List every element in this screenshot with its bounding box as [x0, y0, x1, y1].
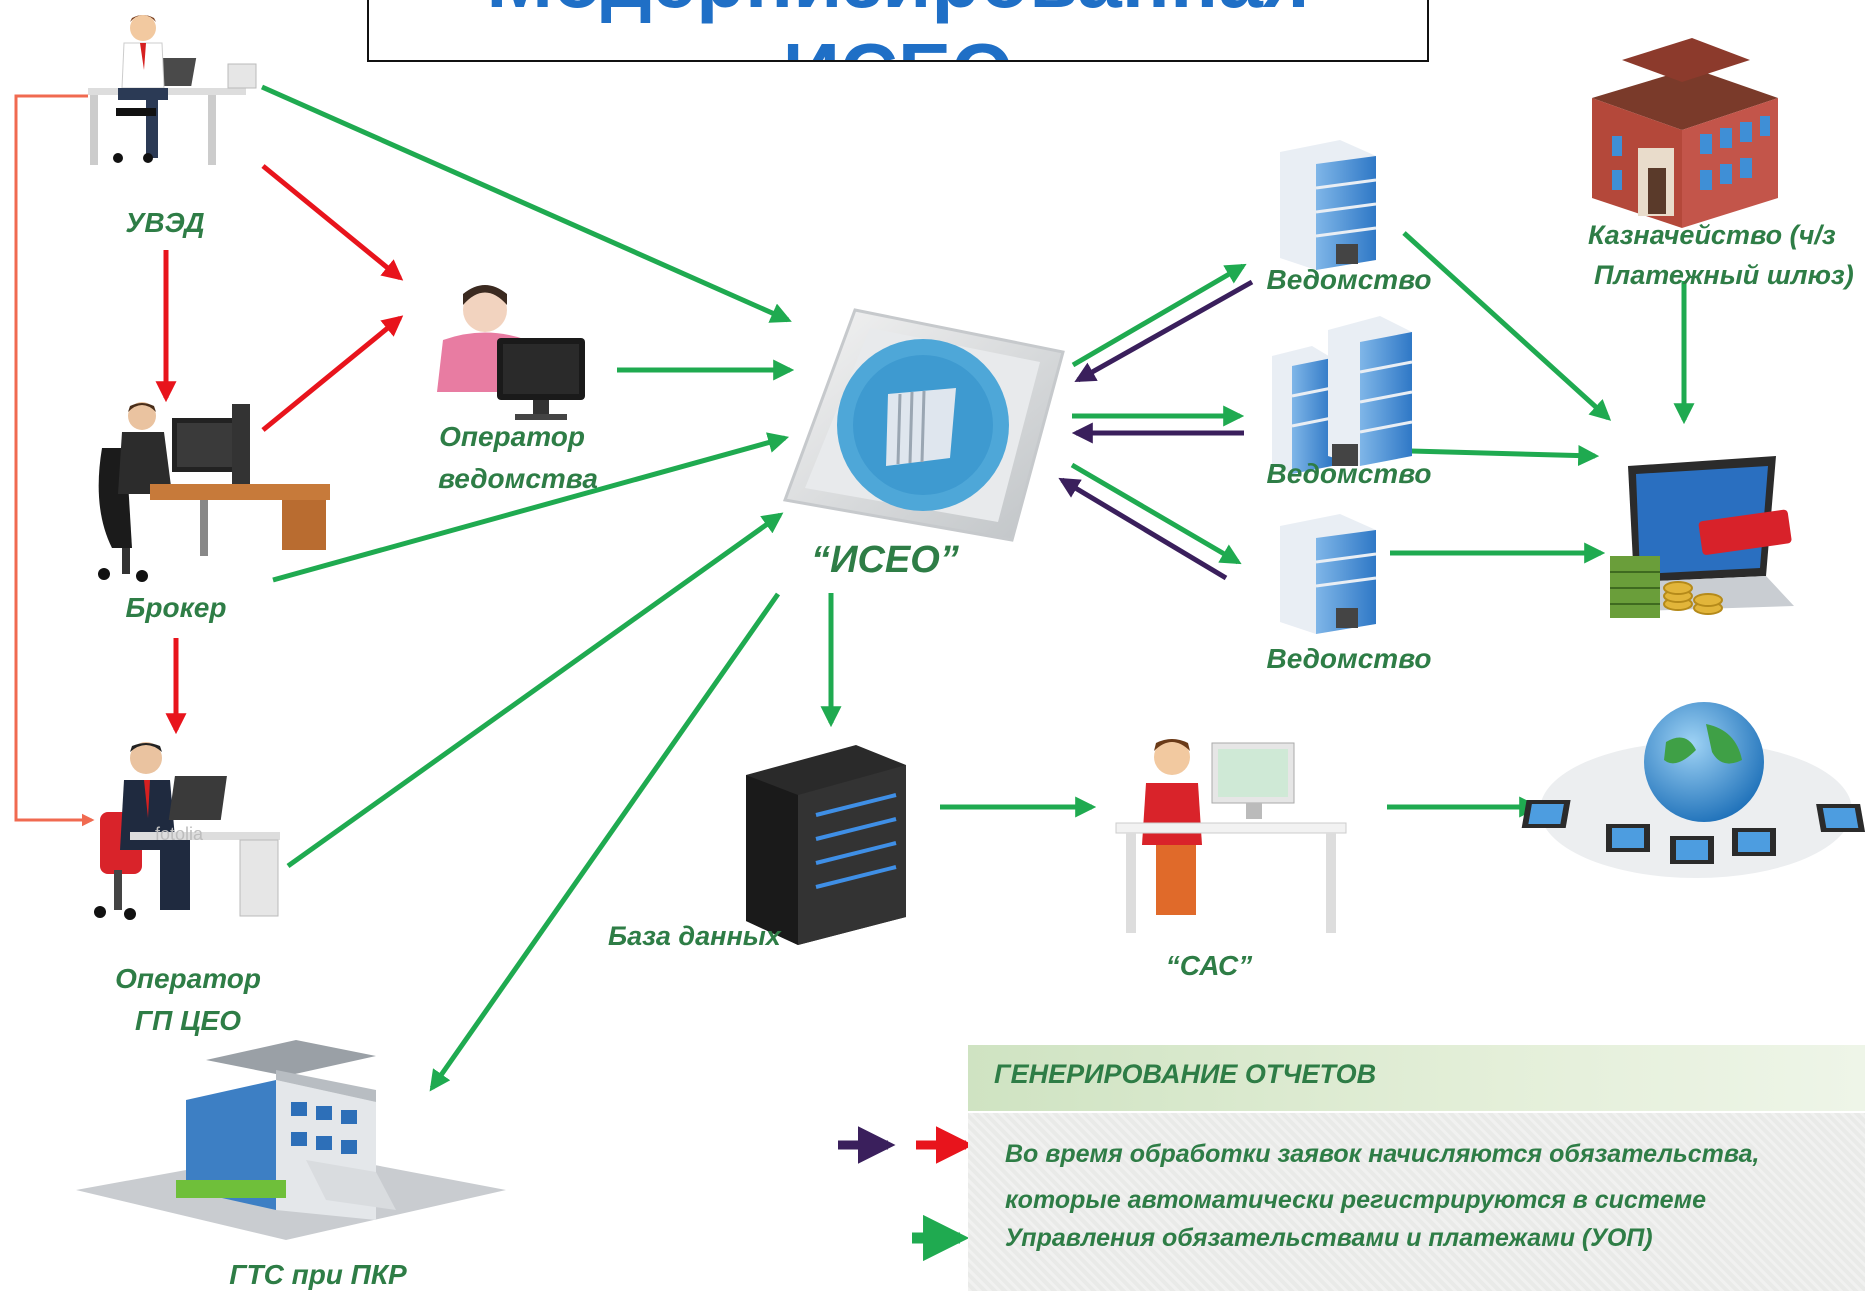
vedomstvo-3-label: Ведомство	[1266, 643, 1431, 674]
watermark-text: fotolia	[155, 824, 204, 844]
info-line-3: Управления обязательствами и платежами (…	[1005, 1224, 1653, 1252]
treasury-building-icon	[1592, 38, 1778, 228]
info-line-2: которые автоматически регистрируются в с…	[1005, 1186, 1706, 1214]
info-body: Во время обработки заявок начисляются об…	[968, 1113, 1865, 1291]
arrow-iseo-to-vedomstvo-1	[1071, 263, 1247, 368]
arrow-vedomstvo-2-to-payment	[1410, 445, 1600, 467]
operator-gp-label-line2: ГП ЦЕО	[135, 1005, 241, 1036]
global-network-icon	[1521, 702, 1865, 878]
arrow-uved-to-operator-vedomstva	[261, 164, 404, 281]
arrow-vedomstvo-3-to-iseo	[1058, 477, 1228, 581]
broker-at-computer-icon	[98, 402, 330, 582]
online-payment-laptop-icon	[1610, 456, 1794, 618]
vedomstvo-1-label: Ведомство	[1266, 264, 1431, 295]
operator-gp-label-line1: Оператор	[115, 963, 261, 994]
arrow-uved-to-iseo	[260, 84, 792, 323]
broker-label: Брокер	[126, 592, 227, 623]
treasury-label-line1: Казначейство (ч/з	[1588, 220, 1836, 250]
arrow-broker-to-iseo	[272, 432, 790, 583]
info-header-text: ГЕНЕРИРОВАНИЕ ОТЧЕТОВ	[994, 1059, 1377, 1089]
person-at-laptop-icon	[88, 15, 257, 165]
arrow-operator-gp-to-iseo	[286, 512, 784, 869]
office-building-icon	[1280, 514, 1377, 634]
operator-vedomstva-label-line1: Оператор	[439, 421, 585, 452]
sas-label: “САС”	[1166, 950, 1253, 981]
uved-label: УВЭД	[125, 207, 204, 238]
title-box: Модернизированная ИСЕО	[367, 0, 1429, 62]
operator-businessman-icon	[94, 742, 280, 920]
server-database-icon	[746, 745, 906, 945]
treasury-label-line2: Платежный шлюз)	[1594, 260, 1854, 290]
office-building-icon	[1272, 316, 1413, 474]
arrow-broker-to-operator-vedomstva	[261, 315, 404, 432]
vedomstvo-2-label: Ведомство	[1266, 458, 1431, 489]
page-title: Модернизированная ИСЕО	[369, 0, 1427, 60]
operator-at-monitor-icon	[437, 285, 585, 420]
iseo-system-icon	[782, 308, 1065, 542]
gts-label: ГТС при ПКР	[229, 1259, 407, 1290]
customs-building-icon	[76, 1040, 506, 1240]
office-building-icon	[1280, 140, 1377, 270]
info-line-1: Во время обработки заявок начисляются об…	[1005, 1140, 1760, 1168]
database-label: База данных	[608, 921, 782, 951]
operator-vedomstva-label-line2: ведомства	[438, 463, 598, 494]
analyst-at-computer-icon	[1115, 739, 1347, 933]
arrow-uved-to-operator-gp	[14, 94, 95, 827]
arrow-iseo-to-vedomstvo-3	[1070, 462, 1242, 565]
info-header: ГЕНЕРИРОВАНИЕ ОТЧЕТОВ	[968, 1045, 1865, 1111]
arrow-vedomstvo-1-to-payment	[1402, 231, 1612, 421]
iseo-label: “ИСЕО”	[811, 539, 959, 581]
arrow-iseo-to-gts	[429, 592, 781, 1092]
arrow-vedomstvo-1-to-iseo	[1074, 279, 1254, 383]
